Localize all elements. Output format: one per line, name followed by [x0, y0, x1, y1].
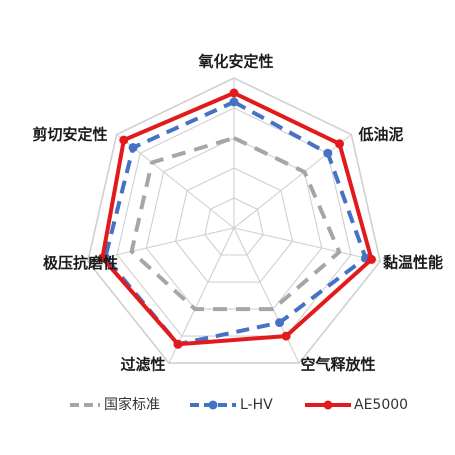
legend-item-2: AE5000: [305, 397, 408, 413]
grid-spoke-5: [87, 227, 235, 262]
series-2-point-3: [281, 331, 291, 341]
grid-spoke-2: [233, 227, 381, 262]
series-1-point-3: [275, 318, 285, 328]
grid-spoke-1: [233, 134, 352, 229]
axis-label-prefix: 极压: [43, 254, 73, 272]
legend-label-2: AE5000: [354, 397, 408, 413]
series-1: [100, 97, 371, 349]
series-0: [129, 136, 342, 312]
grid-spoke-3: [233, 227, 300, 364]
series-2-point-2: [367, 254, 376, 264]
series-line-0: [129, 136, 342, 312]
axis-label-6: 剪切安定性: [32, 126, 107, 144]
axis-label-3: 空气释放性: [300, 356, 375, 374]
axis-label-2: 黏温性能: [383, 254, 443, 272]
legend: 国家标准 L-HV AE5000: [70, 396, 408, 413]
axis-label-5: 极压抗磨性: [43, 254, 118, 272]
grid-ring-3: [145, 137, 323, 310]
series-2-point-1: [335, 139, 344, 149]
legend-label-1: L-HV: [240, 397, 273, 413]
series-1-point-1: [323, 148, 333, 158]
legend-label-0: 国家标准: [104, 396, 160, 413]
legend-item-1: L-HV: [190, 397, 273, 413]
axis-label-4: 过滤性: [120, 356, 165, 374]
grid-ring-4: [116, 107, 352, 337]
series-2-point-6: [119, 135, 129, 145]
legend-marker-1: [208, 400, 218, 410]
series-1-point-6: [128, 143, 138, 153]
axis-label-0: 氧化安定性: [197, 53, 273, 71]
legend-item-0: 国家标准: [70, 396, 160, 413]
series-2-point-5: [97, 253, 107, 263]
grid-ring-5: [86, 77, 382, 364]
grid-ring-1: [204, 197, 264, 256]
legend-marker-2: [323, 400, 333, 410]
series-line-1: [103, 100, 368, 347]
axis-label-1: 低油泥: [357, 126, 403, 144]
grid-ring-2: [174, 167, 294, 283]
series-2-point-4: [173, 339, 183, 349]
series-1-point-0: [229, 97, 239, 107]
radar-grid: [86, 77, 382, 364]
series-line-2: [100, 91, 374, 347]
radar-series: [97, 88, 376, 349]
series-2: [97, 88, 376, 349]
series-2-point-0: [229, 88, 239, 98]
